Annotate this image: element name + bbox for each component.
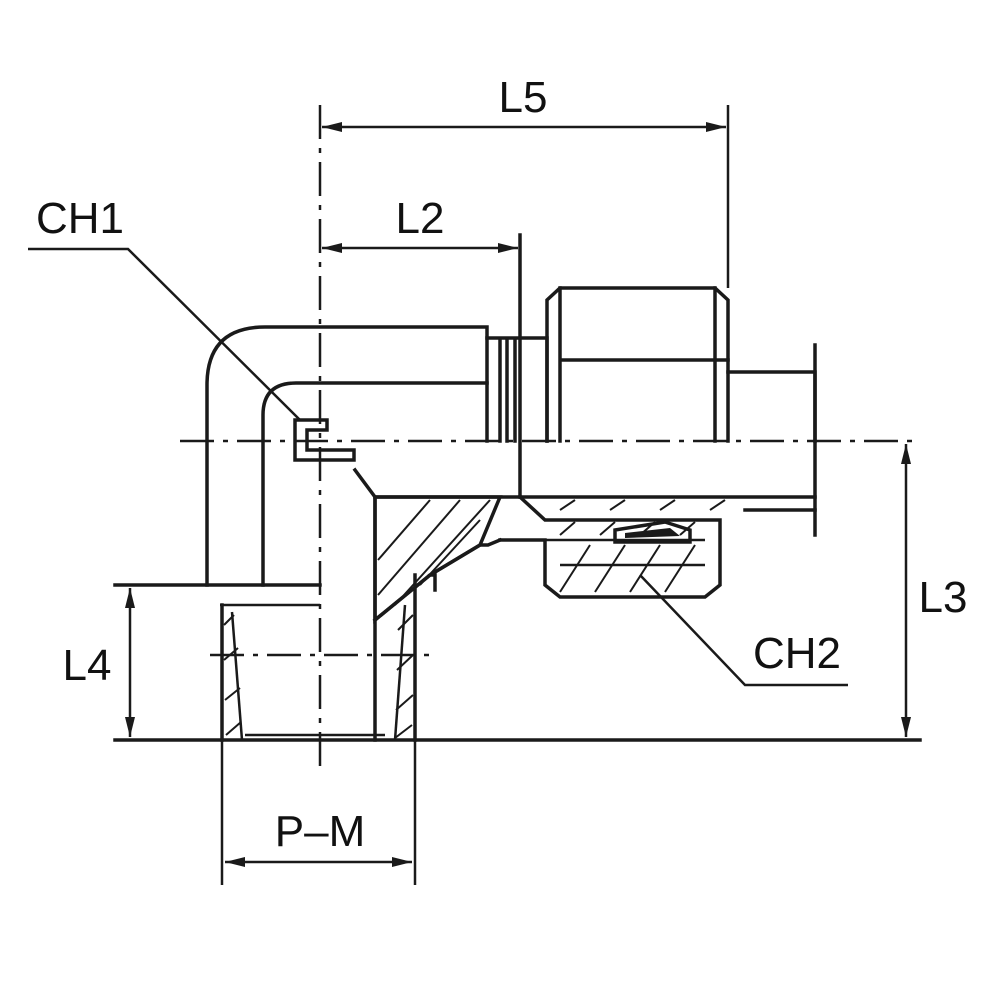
leader-line-ch2 (639, 574, 848, 687)
elbow-outer-contour (205, 325, 489, 587)
nut-lower-section (498, 233, 722, 599)
threaded-stud (220, 573, 417, 742)
centerlines (180, 105, 920, 770)
leader-line-ch1 (28, 247, 301, 421)
label-l4: L4 (63, 641, 112, 690)
dimension-pm: P–M (225, 807, 412, 867)
cut-hatching (377, 499, 491, 606)
nut-hex-profile (545, 286, 730, 443)
label-pm: P–M (275, 807, 365, 856)
cone-taper (372, 537, 503, 623)
reference-lines (113, 105, 922, 885)
tube-upper (726, 370, 817, 443)
label-l3: L3 (919, 573, 968, 622)
hex-socket-icon (293, 418, 356, 462)
nut-assembly (498, 233, 817, 599)
elbow-shoulder (485, 336, 549, 443)
dimension-l5: L5 (322, 73, 726, 132)
stud-thread-hatching (223, 614, 414, 739)
dimension-l4: L4 (63, 588, 135, 737)
cutting-ring (613, 520, 692, 544)
cut-section (373, 495, 503, 624)
cut-section-outline (373, 495, 503, 624)
leader-ch2: CH2 (639, 574, 848, 687)
label-ch2: CH2 (753, 629, 841, 678)
dimension-l3: L3 (901, 444, 968, 737)
label-l2: L2 (396, 194, 445, 243)
dimension-l2: L2 (322, 194, 518, 253)
label-l5: L5 (499, 73, 548, 122)
nut-hex-facet (558, 286, 730, 443)
stud-left-thread-root (230, 611, 244, 741)
nut-lower-inner (545, 538, 705, 567)
stud-right-thread-root (393, 604, 407, 741)
label-ch1: CH1 (36, 194, 124, 243)
tube-lower (518, 495, 817, 512)
cone-body (352, 467, 377, 742)
leader-ch1: CH1 (28, 194, 301, 421)
elbow-body (113, 325, 549, 742)
cutting-ring-core (625, 528, 680, 538)
